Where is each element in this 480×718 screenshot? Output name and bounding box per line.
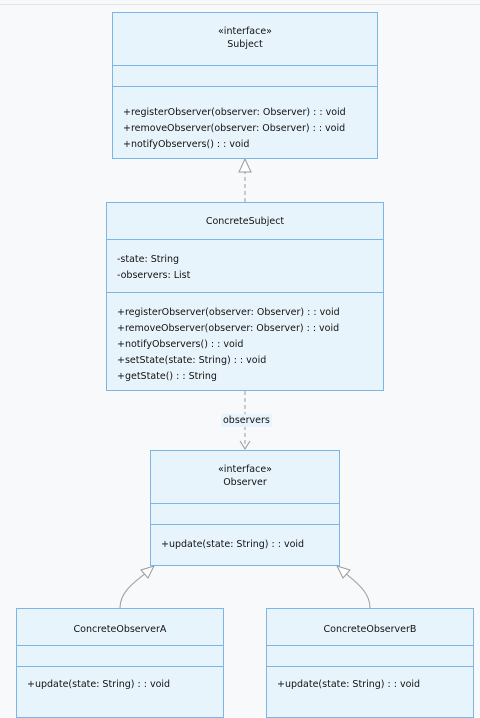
class-name: Subject bbox=[227, 39, 263, 50]
realization-line-observer-a bbox=[119, 572, 147, 609]
method-line: +setState(state: String) : : void bbox=[117, 355, 267, 366]
class-box-concrete-observer-a[interactable]: ConcreteObserverA +update(state: String)… bbox=[16, 608, 224, 718]
method-line: +notifyObservers() : : void bbox=[117, 339, 244, 350]
class-name: ConcreteObserverB bbox=[323, 624, 417, 635]
methods-section: +update(state: String) : : void bbox=[151, 525, 339, 553]
method-line: +update(state: String) : : void bbox=[277, 679, 421, 690]
class-header: «interface» Subject bbox=[113, 13, 377, 66]
class-box-concrete-subject[interactable]: ConcreteSubject -state: String -observer… bbox=[106, 202, 384, 391]
methods-section: +update(state: String) : : void bbox=[267, 667, 473, 693]
class-header: ConcreteObserverA bbox=[17, 609, 223, 646]
class-box-observer[interactable]: «interface» Observer +update(state: Stri… bbox=[150, 450, 340, 566]
top-divider bbox=[0, 0, 480, 5]
realization-arrowhead-observer-a bbox=[140, 565, 155, 579]
method-line: +update(state: String) : : void bbox=[27, 679, 171, 690]
class-box-concrete-observer-b[interactable]: ConcreteObserverB +update(state: String)… bbox=[266, 608, 474, 718]
method-line: +getState() : : String bbox=[117, 371, 217, 382]
class-box-subject[interactable]: «interface» Subject +registerObserver(ob… bbox=[112, 12, 378, 159]
methods-section: +registerObserver(observer: Observer) : … bbox=[113, 87, 377, 153]
attributes-section bbox=[113, 66, 377, 87]
attributes-section bbox=[267, 646, 473, 667]
stereotype-label: «interface» bbox=[218, 464, 272, 475]
class-name: ConcreteObserverA bbox=[73, 624, 167, 635]
realization-arrowhead-subject bbox=[238, 157, 252, 173]
attributes-section bbox=[151, 504, 339, 525]
realization-line-observer-b bbox=[344, 572, 371, 609]
class-header: ConcreteObserverB bbox=[267, 609, 473, 646]
method-line: +registerObserver(observer: Observer) : … bbox=[123, 107, 346, 118]
stereotype-label: «interface» bbox=[218, 26, 272, 37]
method-line: +notifyObservers() : : void bbox=[123, 139, 250, 150]
method-line: +registerObserver(observer: Observer) : … bbox=[117, 307, 340, 318]
class-name: ConcreteSubject bbox=[205, 216, 285, 227]
attribute-line: -observers: List bbox=[117, 270, 191, 281]
method-line: +update(state: String) : : void bbox=[161, 539, 305, 550]
class-header: «interface» Observer bbox=[151, 451, 339, 504]
methods-section: +update(state: String) : : void bbox=[17, 667, 223, 693]
method-line: +removeObserver(observer: Observer) : : … bbox=[117, 323, 340, 334]
class-header: ConcreteSubject bbox=[107, 203, 383, 240]
attributes-section: -state: String -observers: List bbox=[107, 240, 383, 293]
class-name: Observer bbox=[223, 477, 267, 488]
attribute-line: -state: String bbox=[117, 254, 180, 265]
association-label: observers bbox=[221, 414, 272, 427]
realization-arrowhead-observer-b bbox=[336, 565, 351, 579]
methods-section: +registerObserver(observer: Observer) : … bbox=[107, 293, 383, 385]
association-arrowhead-observers bbox=[239, 440, 251, 450]
attributes-section bbox=[17, 646, 223, 667]
method-line: +removeObserver(observer: Observer) : : … bbox=[123, 123, 346, 134]
